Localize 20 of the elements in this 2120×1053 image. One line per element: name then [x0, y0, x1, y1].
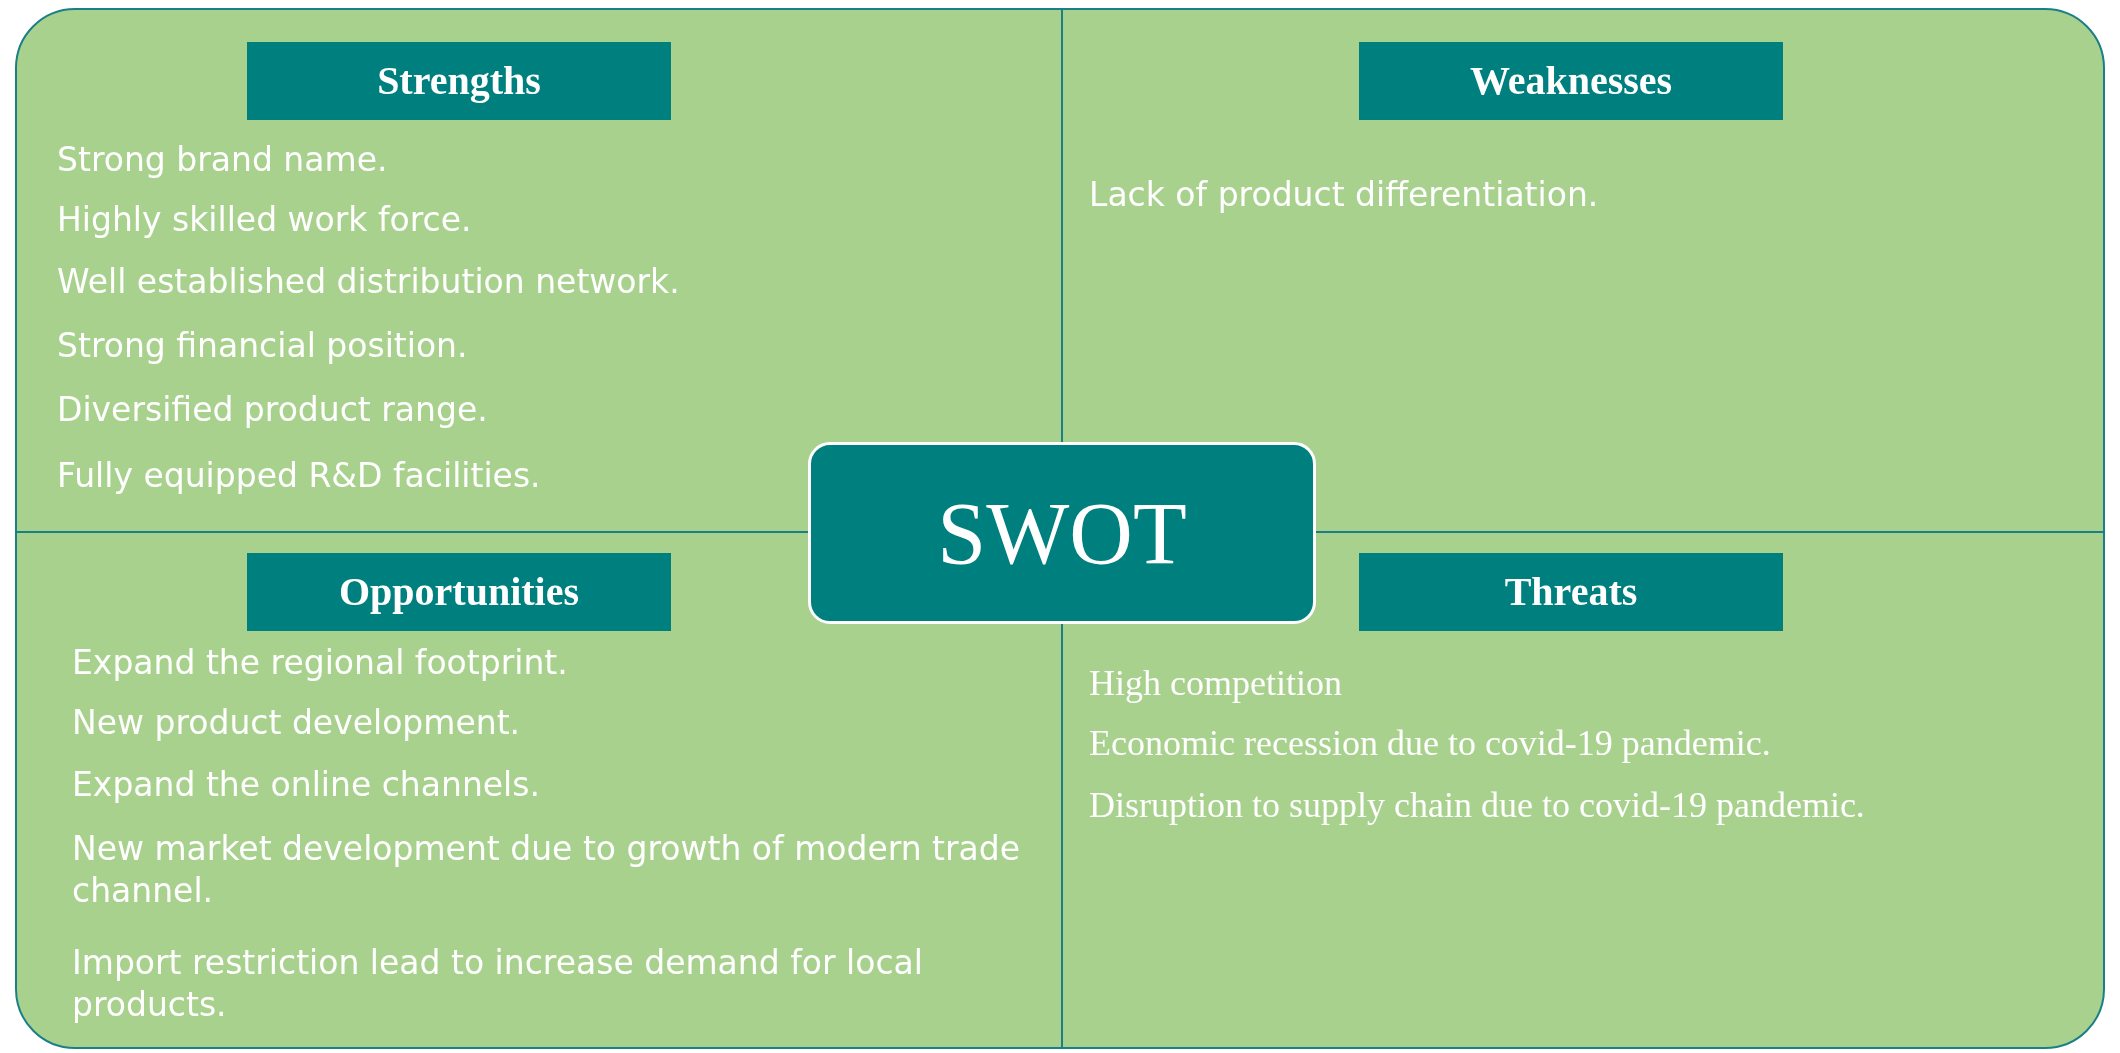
list-item-text: Diversified product range. [57, 389, 488, 431]
list-item-text: Lack of product differentiation. [1089, 174, 1599, 216]
list-item-text: Expand the regional footprint. [72, 642, 568, 684]
list-item-text: Expand the online channels. [72, 764, 540, 806]
list-item-text: Import restriction lead to increase demand for local products. [72, 942, 924, 1026]
list-item-text: Disruption to supply chain due to covid-19 pandemic. [1089, 784, 1865, 826]
list-item-text: Strong financial position. [57, 325, 468, 367]
list-item-text: Strong brand name. [57, 139, 388, 181]
list-item-text: Well established distribution network. [57, 261, 680, 303]
list-item-text: New product development. [72, 702, 521, 744]
center-label-box: SWOT [808, 442, 1316, 624]
quadrant-heading: Strengths [247, 42, 671, 120]
quadrant-heading: Threats [1359, 553, 1783, 631]
list-item-text: Fully equipped R&D facilities. [57, 455, 541, 497]
list-item-text: Highly skilled work force. [57, 199, 472, 241]
list-item-text: Economic recession due to covid-19 pandemic. [1089, 722, 1771, 764]
quadrant-heading: Weaknesses [1359, 42, 1783, 120]
quadrant-heading: Opportunities [247, 553, 671, 631]
list-item-text: New market development due to growth of modern trade channel. [72, 828, 1022, 912]
list-item-text: High competition [1089, 662, 1342, 704]
